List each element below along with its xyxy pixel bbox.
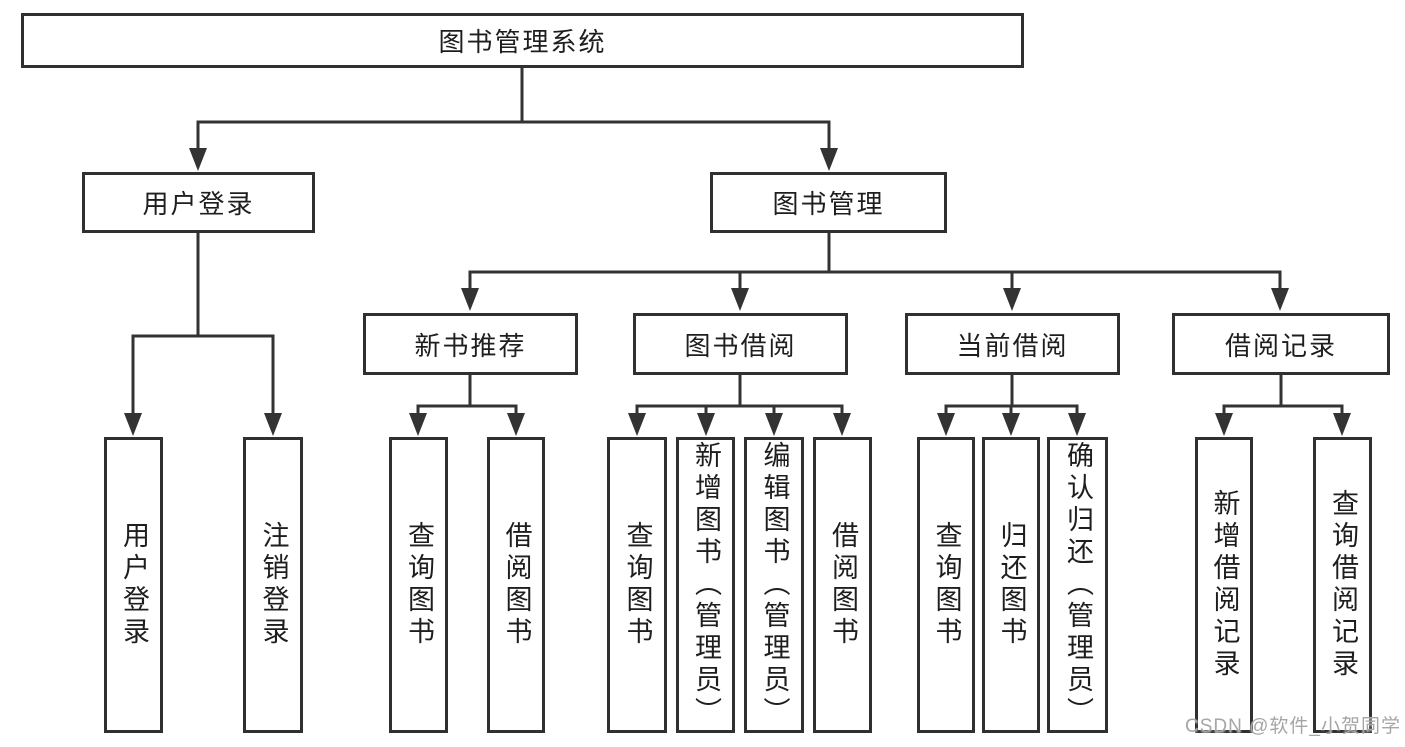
leaf-bb-add-books: 新增图书（管理员） xyxy=(676,437,735,733)
leaf-cb-query-books: 查询图书 xyxy=(917,437,975,733)
node-borrowing-records: 借阅记录 xyxy=(1172,313,1390,375)
node-new-book-recommend: 新书推荐 xyxy=(363,313,578,375)
leaf-nb-borrow-books: 借阅图书 xyxy=(487,437,545,733)
leaf-cb-return-books: 归还图书 xyxy=(982,437,1040,733)
leaf-bb-query-books: 查询图书 xyxy=(607,437,667,733)
leaf-br-query-record: 查询借阅记录 xyxy=(1313,437,1372,733)
leaf-cb-confirm-return: 确认归还（管理员） xyxy=(1047,437,1108,733)
node-book-management: 图书管理 xyxy=(710,172,947,233)
leaf-br-add-record: 新增借阅记录 xyxy=(1195,437,1253,733)
leaf-nb-query-books: 查询图书 xyxy=(389,437,448,733)
node-root: 图书管理系统 xyxy=(21,13,1024,68)
leaf-bb-edit-books: 编辑图书（管理员） xyxy=(744,437,804,733)
node-current-borrowing: 当前借阅 xyxy=(905,313,1120,375)
node-book-borrowing: 图书借阅 xyxy=(633,313,848,375)
leaf-user-login: 用户登录 xyxy=(104,437,163,733)
node-user-login: 用户登录 xyxy=(82,172,315,233)
leaf-bb-borrow-books: 借阅图书 xyxy=(813,437,872,733)
watermark: CSDN @软件_小贺同学 xyxy=(1185,716,1401,737)
leaf-logout: 注销登录 xyxy=(243,437,303,733)
